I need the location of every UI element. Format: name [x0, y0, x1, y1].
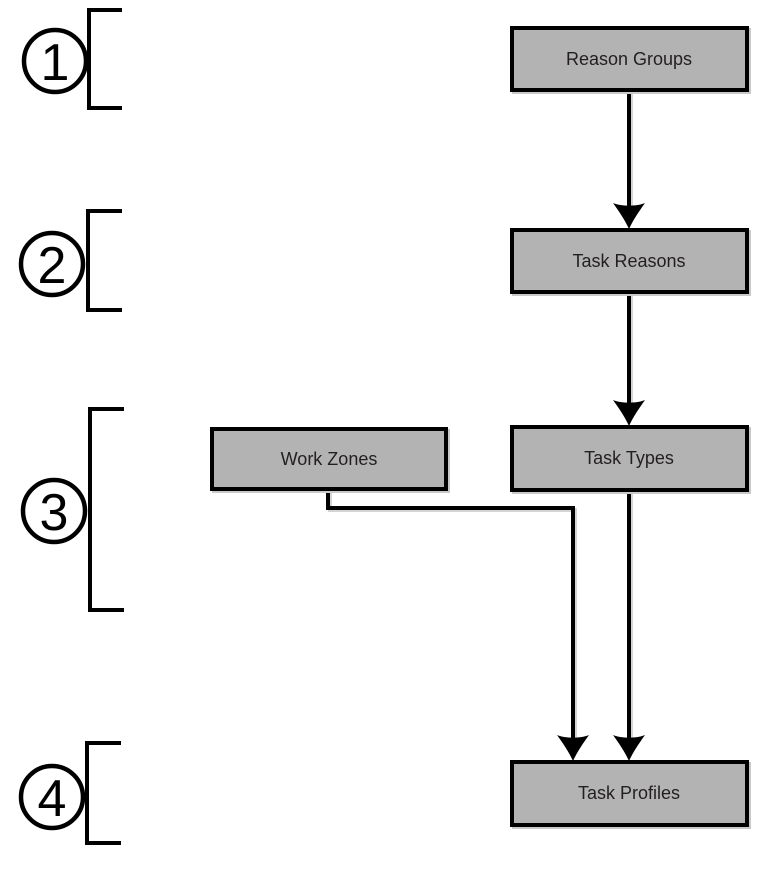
work-zones-rect	[210, 427, 448, 491]
step-4-circle	[18, 763, 86, 831]
arrowhead-task-profiles-right	[613, 735, 645, 761]
task-reasons-rect	[510, 228, 749, 294]
task-profiles-rect	[510, 760, 749, 827]
step-4-number: 4	[38, 770, 67, 828]
step-3-marker: 3	[20, 407, 124, 612]
box-work-zones: Work Zones	[210, 427, 448, 491]
reason-groups-rect	[510, 26, 749, 92]
arrowhead-task-reasons	[613, 203, 645, 229]
connectors	[326, 90, 645, 761]
task-types-label: Task Types	[584, 448, 674, 468]
box-task-types: Task Types	[510, 425, 749, 492]
task-types-rect	[510, 425, 749, 492]
step-2-circle	[18, 230, 86, 298]
step-1-number: 1	[41, 34, 70, 92]
step-1-circle	[21, 27, 89, 95]
box-reason-groups: Reason Groups	[510, 26, 749, 92]
step-4-marker: 4	[18, 741, 121, 845]
step-2-marker: 2	[18, 209, 122, 312]
step-3-circle	[20, 477, 88, 545]
arrowhead-task-types	[613, 400, 645, 426]
box-task-reasons: Task Reasons	[510, 228, 749, 294]
connector-work-zones-to-task-profiles	[326, 489, 575, 747]
task-reasons-label: Task Reasons	[572, 251, 685, 271]
task-profiles-label: Task Profiles	[578, 783, 680, 803]
step-3-number: 3	[40, 484, 69, 542]
step-4-bracket	[85, 741, 121, 845]
step-3-bracket	[88, 407, 124, 612]
box-task-profiles: Task Profiles	[510, 760, 749, 827]
step-2-bracket	[86, 209, 122, 312]
work-zones-label: Work Zones	[281, 449, 378, 469]
arrowhead-task-profiles-left	[557, 735, 589, 761]
step-1-marker: 1	[21, 8, 122, 110]
step-2-number: 2	[38, 237, 67, 295]
reason-groups-label: Reason Groups	[566, 49, 692, 69]
step-1-bracket	[87, 8, 122, 110]
